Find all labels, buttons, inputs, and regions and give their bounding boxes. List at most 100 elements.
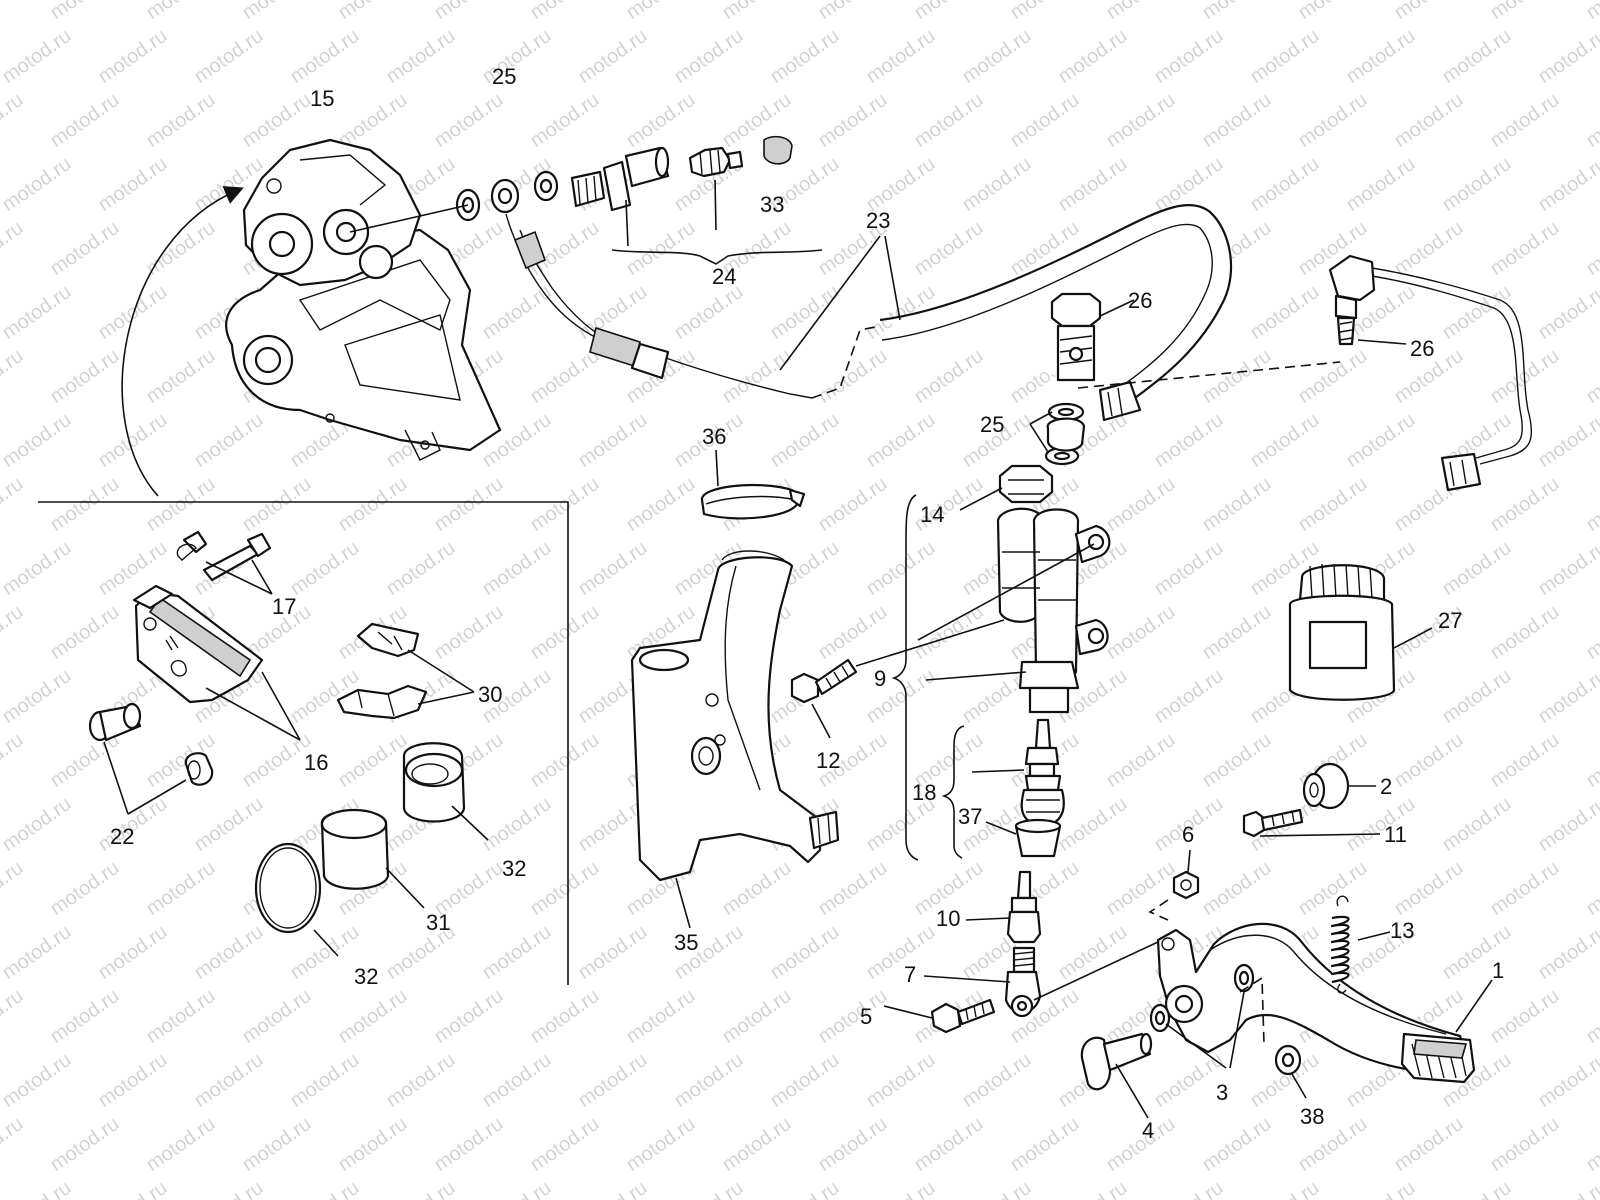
watermark-text: motod.ru <box>1534 537 1600 600</box>
watermark-text: motod.ru <box>526 857 603 920</box>
watermark-text: motod.ru <box>0 25 76 88</box>
bolt-part-5 <box>930 998 996 1034</box>
leader-23-b <box>884 235 901 321</box>
watermark-text: motod.ru <box>46 985 123 1048</box>
watermark-text: motod.ru <box>94 281 171 344</box>
watermark-text: motod.ru <box>766 409 843 472</box>
watermark-text: motod.ru <box>766 1177 843 1200</box>
watermark-text: motod.ru <box>46 601 123 664</box>
watermark-text: motod.ru <box>862 25 939 88</box>
watermark-text: motod.ru <box>622 217 699 280</box>
watermark-text: motod.ru <box>718 345 795 408</box>
watermark-text: motod.ru <box>814 857 891 920</box>
watermark-text: motod.ru <box>910 601 987 664</box>
watermark-text: motod.ru <box>238 89 315 152</box>
watermark-text: motod.ru <box>382 1177 459 1200</box>
bolt-part-12 <box>790 658 858 704</box>
watermark-text: motod.ru <box>1582 985 1600 1048</box>
watermark-text: motod.ru <box>1054 921 1131 984</box>
watermark-text: motod.ru <box>526 89 603 152</box>
watermark-text: motod.ru <box>1534 921 1600 984</box>
watermark-text: motod.ru <box>0 1177 76 1200</box>
watermark-text: motod.ru <box>1390 857 1467 920</box>
watermark-text: motod.ru <box>1342 153 1419 216</box>
watermark-text: motod.ru <box>0 921 76 984</box>
watermark-text: motod.ru <box>1198 1113 1275 1176</box>
watermark-text: motod.ru <box>478 25 555 88</box>
watermark-text: motod.ru <box>1342 1177 1419 1200</box>
watermark-text: motod.ru <box>670 1177 747 1200</box>
label-24: 24 <box>712 264 736 289</box>
leader-27 <box>1393 627 1433 649</box>
watermark-text: motod.ru <box>1054 25 1131 88</box>
watermark-text: motod.ru <box>430 601 507 664</box>
label-18: 18 <box>912 780 936 805</box>
watermark-text: motod.ru <box>0 153 76 216</box>
watermark-text: motod.ru <box>478 921 555 984</box>
watermark-text: motod.ru <box>1102 1113 1179 1176</box>
pivot-bolt-part-4 <box>1080 1032 1153 1091</box>
watermark-text: motod.ru <box>574 1049 651 1112</box>
watermark-text: motod.ru <box>478 281 555 344</box>
watermark-text: motod.ru <box>190 793 267 856</box>
o-ring-part-32-lower <box>254 842 322 934</box>
master-cylinder-part-9 <box>996 507 1111 714</box>
seal-part-37 <box>1014 818 1062 858</box>
watermark-text: motod.ru <box>1150 537 1227 600</box>
watermark-text: motod.ru <box>1102 473 1179 536</box>
watermark-text: motod.ru <box>190 25 267 88</box>
watermark-text: motod.ru <box>862 1177 939 1200</box>
pin-and-clip-part-17 <box>176 530 272 582</box>
label-30: 30 <box>478 682 502 707</box>
watermark-text: motod.ru <box>1534 153 1600 216</box>
watermark-text: motod.ru <box>0 1049 76 1112</box>
watermark-text: motod.ru <box>1198 601 1275 664</box>
leader-35 <box>675 877 691 929</box>
watermark-text: motod.ru <box>958 1177 1035 1200</box>
watermark-text: motod.ru <box>1102 89 1179 152</box>
label-3: 3 <box>1216 1080 1228 1105</box>
watermark-text: motod.ru <box>622 0 699 24</box>
watermark-text: motod.ru <box>1582 473 1600 536</box>
watermark-text: motod.ru <box>526 985 603 1048</box>
washer-part-25-upper <box>455 170 559 222</box>
watermark-text: motod.ru <box>1246 409 1323 472</box>
watermark-text: motod.ru <box>142 89 219 152</box>
watermark-text: motod.ru <box>1486 985 1563 1048</box>
watermark-text: motod.ru <box>574 537 651 600</box>
label-25-lower: 25 <box>980 412 1004 437</box>
part-labels: 1 2 3 4 5 6 7 9 10 11 12 13 14 15 16 17 … <box>110 64 1504 1143</box>
label-38: 38 <box>1300 1104 1324 1129</box>
washer-part-25-lower <box>1044 402 1086 466</box>
label-33: 33 <box>760 192 784 217</box>
watermark-text: motod.ru <box>1534 409 1600 472</box>
banjo-bolt-part-26 <box>1050 292 1102 382</box>
watermark-text: motod.ru <box>1534 665 1600 728</box>
watermark-text: motod.ru <box>1486 601 1563 664</box>
watermark-text: motod.ru <box>1486 0 1563 24</box>
label-27: 27 <box>1438 608 1462 633</box>
watermark-text: motod.ru <box>478 793 555 856</box>
watermark-text: motod.ru <box>862 921 939 984</box>
leader-25-a <box>1029 411 1053 425</box>
label-2: 2 <box>1380 774 1392 799</box>
watermark-text: motod.ru <box>382 1049 459 1112</box>
leader-22-a <box>103 741 129 815</box>
watermark-text: motod.ru <box>1438 537 1515 600</box>
bushing-part-22-b <box>184 752 214 786</box>
watermark-text: motod.ru <box>142 345 219 408</box>
watermark-text: motod.ru <box>1438 793 1515 856</box>
leader-10 <box>965 917 1011 921</box>
watermark-text: motod.ru <box>1294 89 1371 152</box>
watermark-text: motod.ru <box>814 345 891 408</box>
watermark-text: motod.ru <box>94 1049 171 1112</box>
watermark-text: motod.ru <box>670 25 747 88</box>
watermark-text: motod.ru <box>1054 793 1131 856</box>
watermark-text: motod.ru <box>1054 1177 1131 1200</box>
watermark-text: motod.ru <box>1534 25 1600 88</box>
watermark-text: motod.ru <box>1006 1113 1083 1176</box>
return-spring-part-13 <box>1330 895 1350 994</box>
watermark-text: motod.ru <box>1534 793 1600 856</box>
watermark-text: motod.ru <box>622 1113 699 1176</box>
bushing-part-22-a <box>88 702 142 742</box>
